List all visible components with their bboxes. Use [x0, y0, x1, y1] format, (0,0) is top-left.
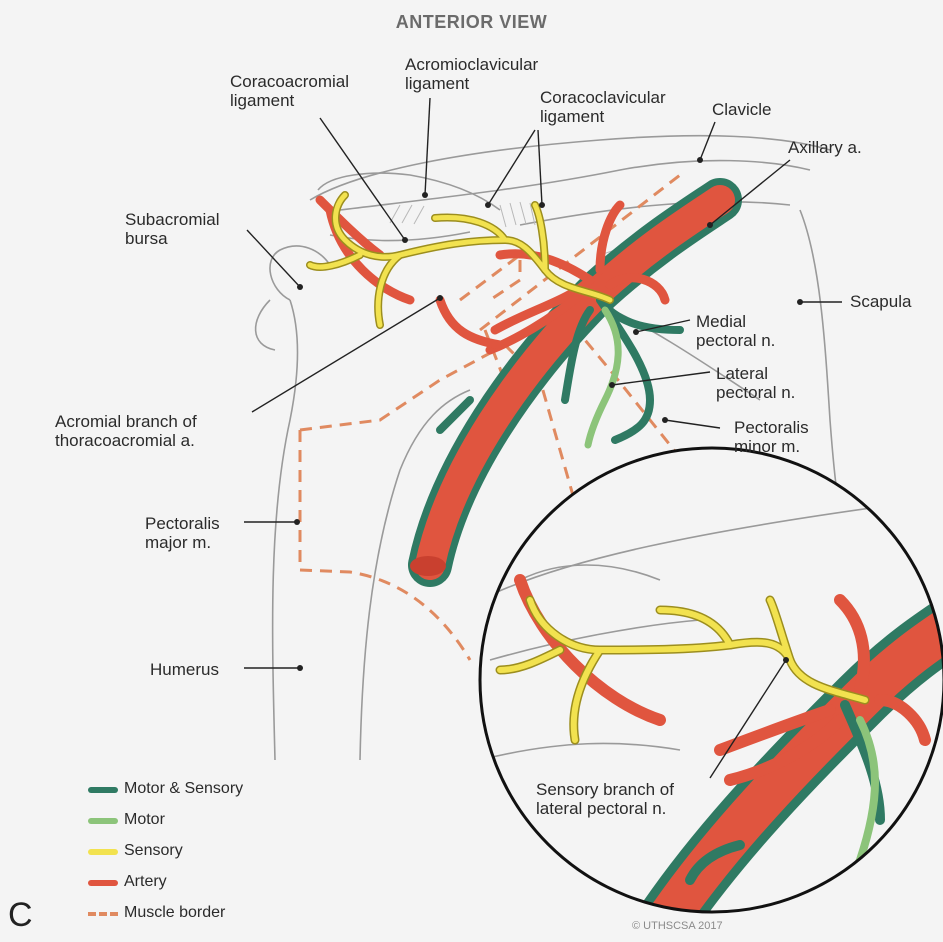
label-humerus: Humerus	[150, 660, 219, 679]
legend-label: Sensory	[124, 842, 183, 860]
magnified-inset	[480, 448, 943, 930]
motor-nerve	[588, 310, 618, 445]
legend-swatch-motor-sensory	[88, 787, 118, 793]
legend-label: Motor & Sensory	[124, 780, 243, 798]
legend-swatch-sensory	[88, 849, 118, 855]
label-axillary-artery: Axillary a.	[788, 138, 862, 157]
legend-label: Muscle border	[124, 904, 225, 922]
label-scapula: Scapula	[850, 292, 911, 311]
label-clavicle: Clavicle	[712, 100, 772, 119]
copyright-notice: © UTHSCSA 2017	[632, 920, 723, 932]
legend-swatch-muscle-border	[88, 912, 118, 916]
legend-label: Motor	[124, 811, 165, 829]
legend-swatch-motor	[88, 818, 118, 824]
view-title: ANTERIOR VIEW	[0, 12, 943, 33]
legend-swatch-artery	[88, 880, 118, 886]
panel-letter: C	[8, 896, 33, 935]
legend-label: Artery	[124, 873, 167, 891]
